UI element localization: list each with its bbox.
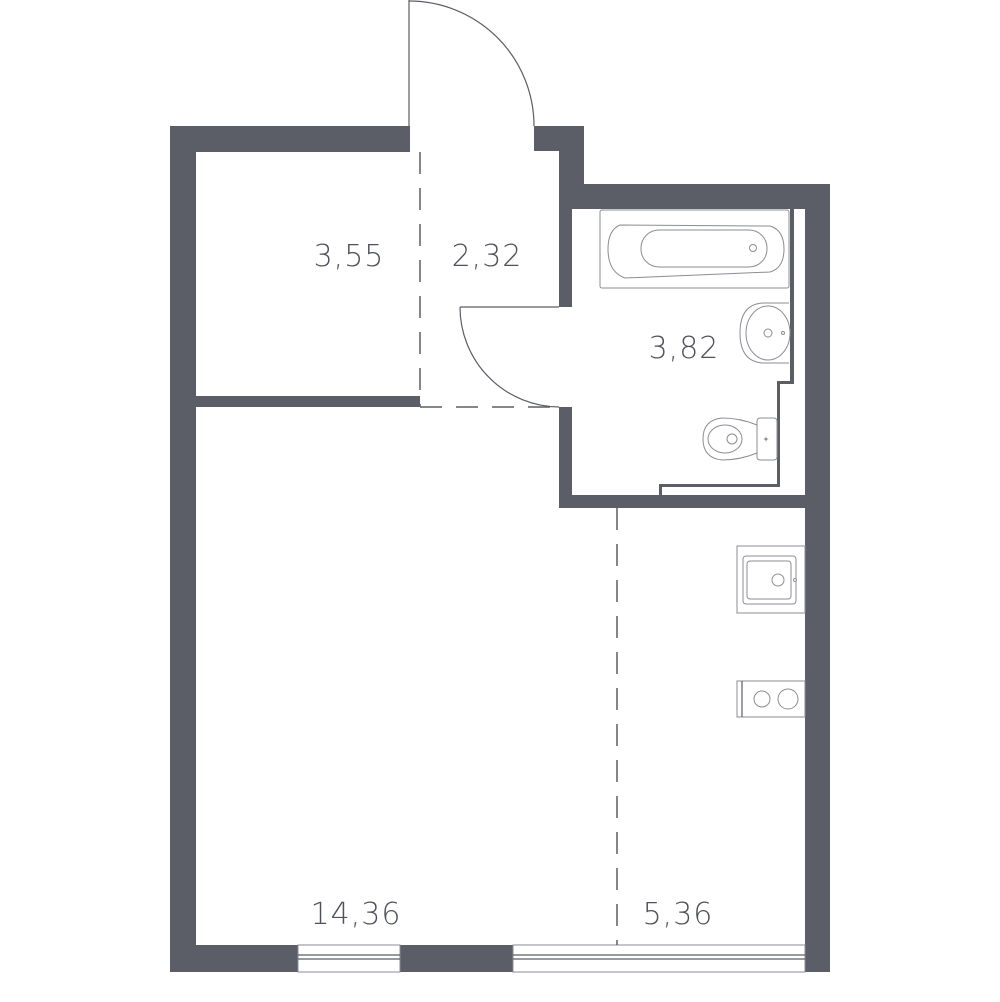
window-living-room: [297, 944, 401, 973]
room-area-storage: 3,55: [314, 239, 385, 274]
bathroom-door: [459, 306, 560, 408]
toilet-icon: ✦: [702, 417, 778, 461]
window-kitchen: [512, 944, 806, 973]
walls: [170, 126, 830, 972]
svg-text:✦: ✦: [763, 435, 770, 444]
room-area-bathroom: 3,82: [649, 331, 720, 366]
stove-icon: [736, 680, 806, 718]
room-area-living-room: 14,36: [311, 897, 402, 932]
washbasin-icon: [739, 302, 791, 364]
room-area-kitchen: 5,36: [643, 897, 714, 932]
room-area-hallway: 2,32: [452, 239, 523, 274]
kitchen-sink-icon: [736, 545, 806, 614]
bathtub-icon: [599, 209, 790, 289]
entrance-door: [408, 0, 535, 127]
